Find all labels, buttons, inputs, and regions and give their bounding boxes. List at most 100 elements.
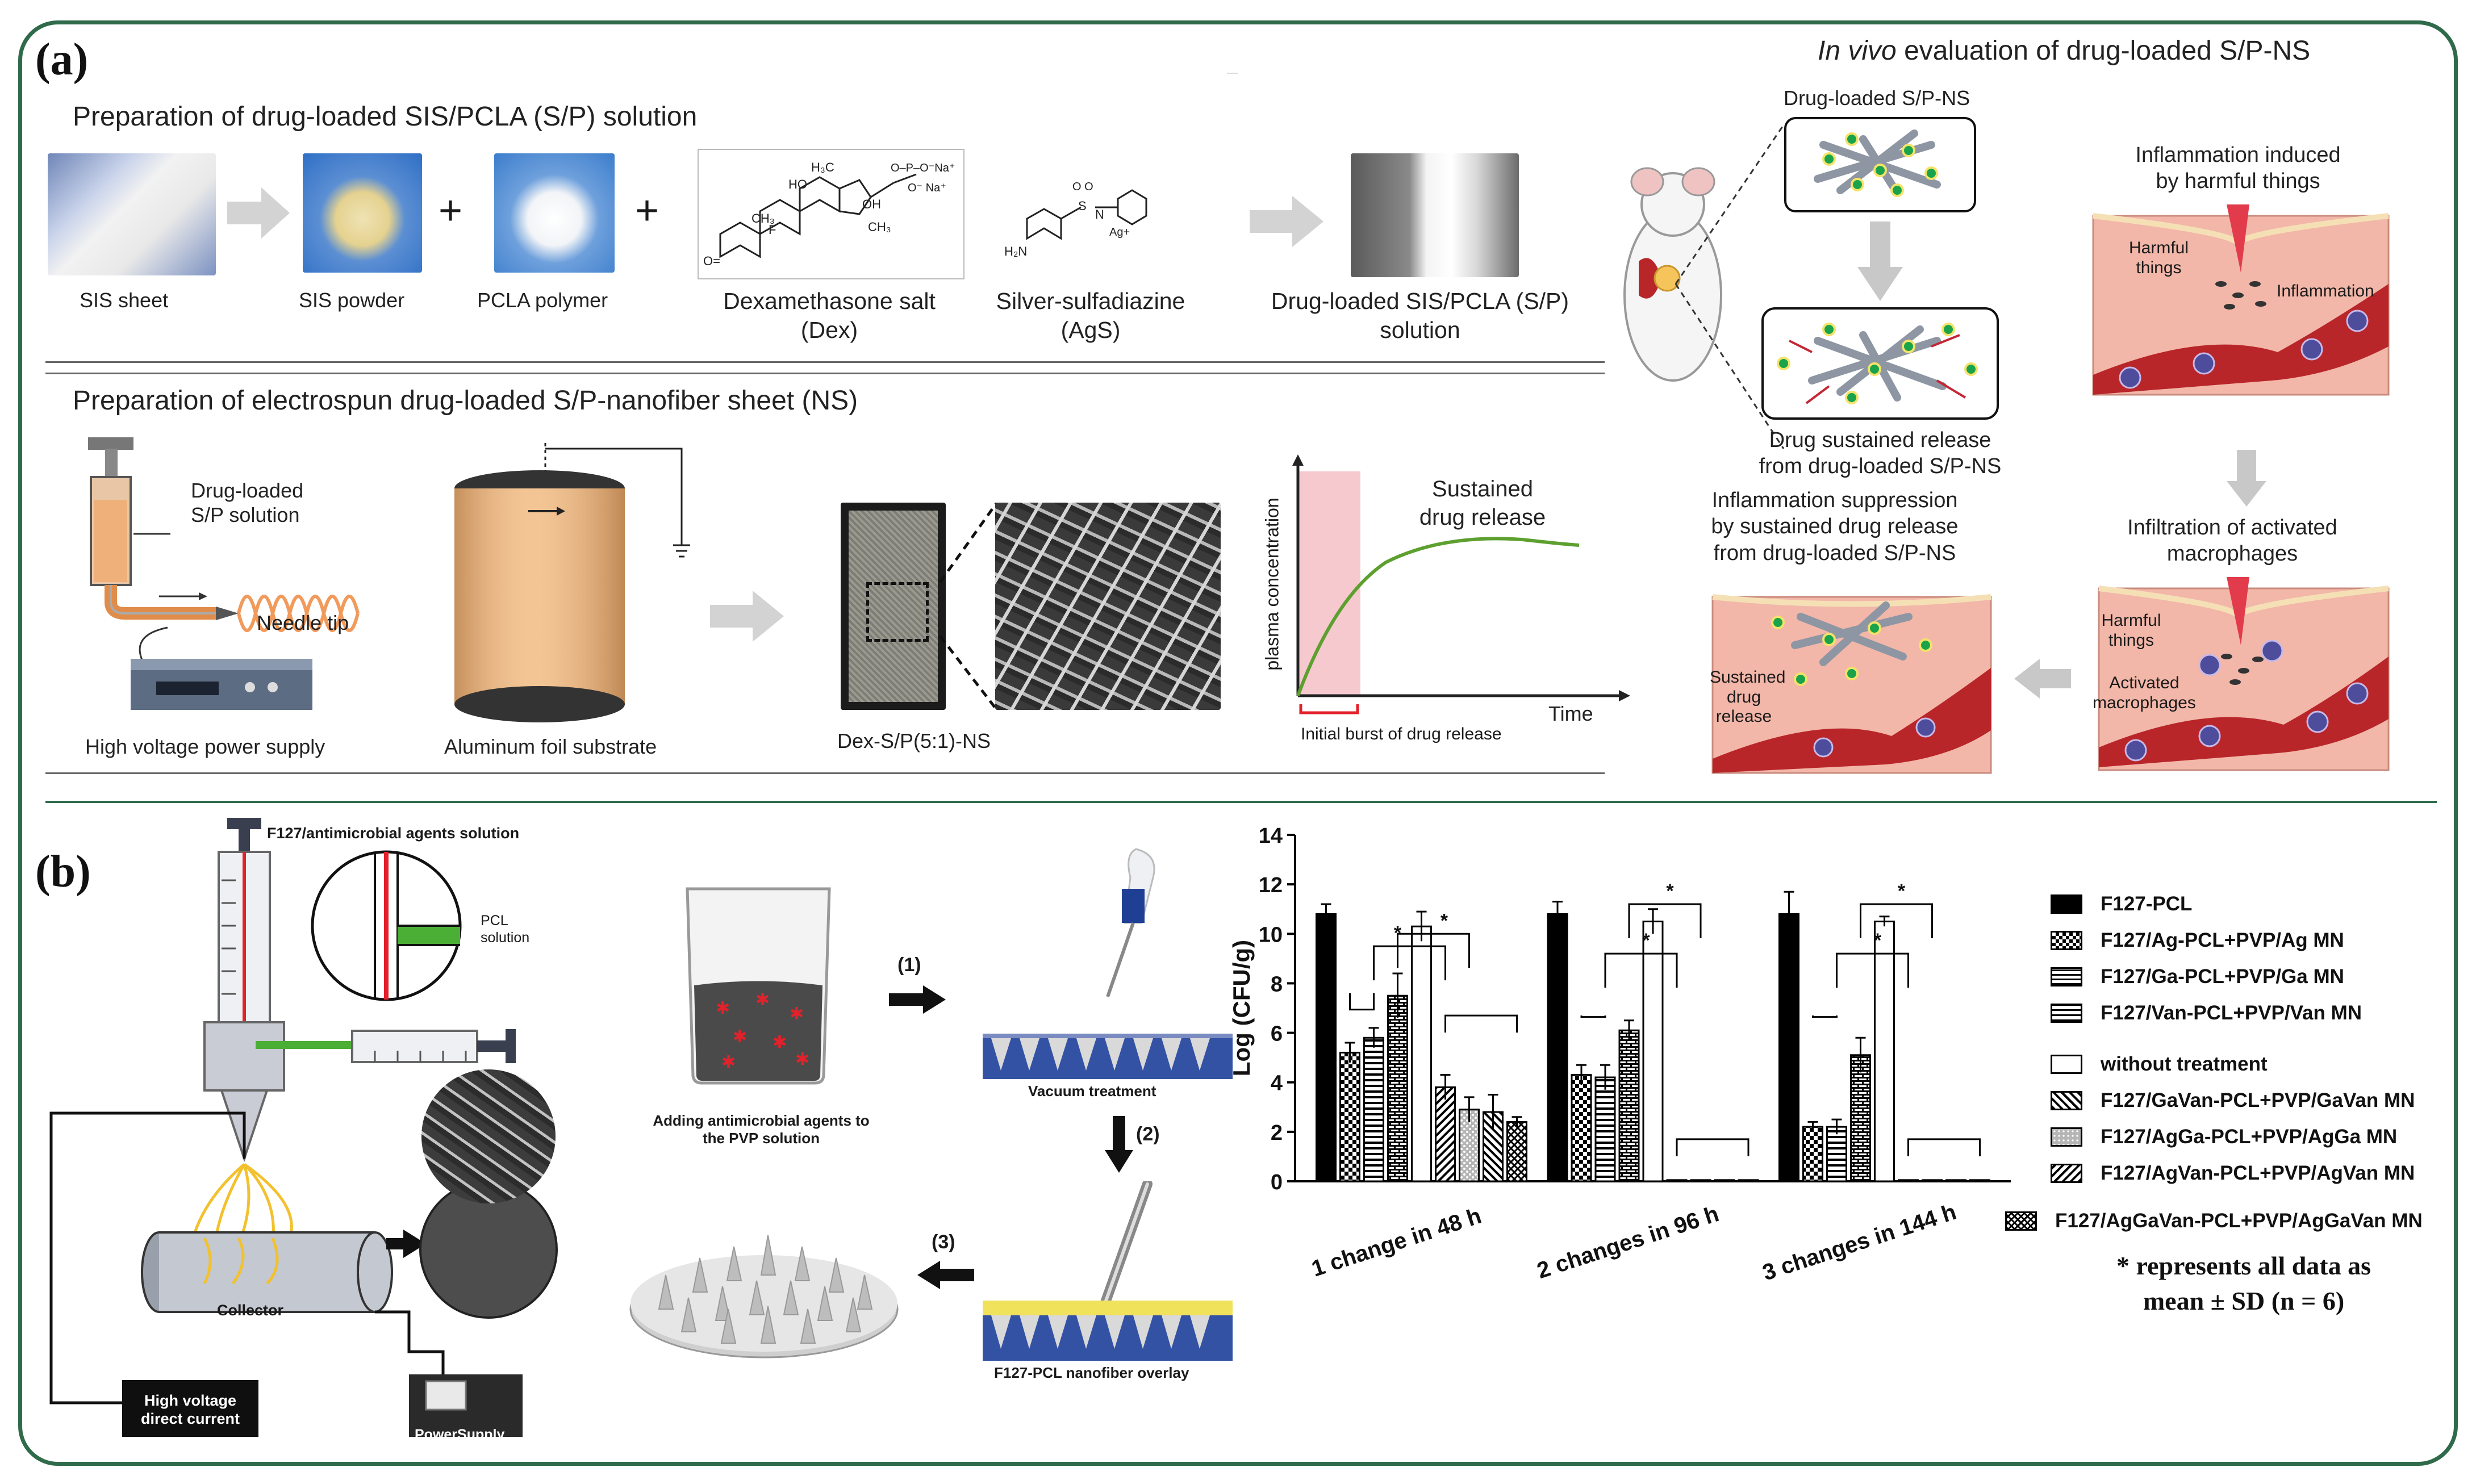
significance-bracket (1860, 903, 1933, 938)
inflammation-induced-line2: by harmful things (2156, 169, 2320, 194)
graph-xlabel: Time (1548, 702, 1593, 725)
bar (1666, 1179, 1688, 1182)
legend-swatch (2051, 1055, 2082, 1074)
bar (1618, 1029, 1640, 1182)
svg-text:✱: ✱ (733, 1027, 747, 1046)
electrospinning-setup-icon (88, 437, 690, 722)
divider (45, 772, 1605, 774)
divider (1227, 73, 1238, 74)
suppression-label-line1: Inflammation suppression (1711, 488, 1958, 512)
sustained-drug-line1: Sustained (1710, 668, 1786, 687)
y-tick-label: 10 (1259, 923, 1283, 947)
sustained-release-label: Drug sustained release from drug-loaded … (1738, 427, 2022, 480)
tissue-suppression-icon (1711, 594, 1992, 774)
sem-fiber-image (995, 503, 1221, 710)
legend-label: F127/Van-PCL+PVP/Van MN (2101, 1002, 2362, 1024)
inflammation-induced-label: Inflammation induced by harmful things (2096, 142, 2380, 195)
foil-label: Aluminum foil substrate (444, 735, 657, 758)
arrow-down-icon (1105, 1116, 1133, 1173)
mouse-icon (1623, 167, 1722, 382)
vacuum-label: Vacuum treatment (1028, 1082, 1156, 1100)
y-tick-label: 14 (1259, 824, 1283, 848)
adding-label-line1: Adding antimicrobial agents to (653, 1112, 870, 1129)
sustained-label: Sustained drug release (1403, 475, 1562, 532)
legend-swatch (2051, 931, 2082, 950)
bar (1316, 913, 1337, 1182)
prep-solution-title: Preparation of drug-loaded SIS/PCLA (S/P… (73, 102, 698, 132)
ags-label: Silver-sulfadiazine (AgS) (988, 287, 1193, 345)
dex-ns-label: Dex-S/P(5:1)-NS (837, 729, 991, 753)
y-tick-label: 6 (1271, 1022, 1283, 1046)
bar (1690, 1179, 1711, 1182)
sustained-drug-line2: drug (1726, 687, 1761, 707)
y-tick-label: 12 (1259, 873, 1283, 897)
collector-label: Collector (217, 1302, 284, 1319)
tissue-inflammation-icon (2092, 204, 2390, 396)
significance-star: * (1666, 880, 1674, 902)
legend-item: F127/AgGa-PCL+PVP/AgGa MN (2051, 1123, 2397, 1151)
zoom-lines-icon (1675, 124, 1785, 449)
svg-text:✱: ✱ (773, 1033, 787, 1052)
syringe-label: Drug-loaded S/P solution (191, 478, 303, 527)
release-curve-graph (1292, 454, 1630, 714)
power-supply-label: PowerSupply (415, 1427, 505, 1443)
legend-label: F127/AgVan-PCL+PVP/AgVan MN (2101, 1162, 2415, 1184)
harmful-label: Harmful things (2129, 239, 2189, 278)
graph-ylabel: plasma concentration (1262, 498, 1283, 671)
bar (1642, 921, 1664, 1182)
svg-text:HO: HO (788, 177, 807, 191)
legend-swatch (2051, 894, 2082, 914)
sem-circle-image (421, 1069, 556, 1203)
prep-ns-title: Preparation of electrospun drug-loaded S… (73, 386, 858, 416)
legend-label: F127/AgGaVan-PCL+PVP/AgGaVan MN (2055, 1210, 2423, 1232)
y-tick-label: 0 (1271, 1171, 1283, 1194)
nanofiber-drug-box (1784, 117, 1976, 212)
pcla-photo (494, 153, 615, 273)
y-tick-label: 8 (1271, 972, 1283, 996)
significance-bracket (1907, 1138, 1981, 1156)
legend-item: F127-PCL (2051, 891, 2192, 918)
legend-item: F127/AgVan-PCL+PVP/AgVan MN (2051, 1160, 2415, 1187)
step3-label: (3) (932, 1231, 955, 1253)
divider (45, 361, 1605, 363)
legend-label: F127/Ag-PCL+PVP/Ag MN (2101, 929, 2344, 951)
legend-swatch (2051, 1091, 2082, 1110)
legend-item: F127/Van-PCL+PVP/Van MN (2051, 1000, 2362, 1027)
svg-text:N: N (1095, 207, 1104, 221)
bar (1922, 1179, 1943, 1182)
bar (1594, 1076, 1616, 1182)
legend-item: F127/Ag-PCL+PVP/Ag MN (2051, 927, 2344, 954)
overlay-label: F127-PCL nanofiber overlay (994, 1364, 1189, 1381)
significance-star: * (1898, 880, 1906, 902)
x-tick-label: 1 change in 48 h (1309, 1203, 1485, 1282)
suppression-label: Inflammation suppression by sustained dr… (1681, 487, 1988, 566)
pcl-solution-line2: solution (481, 930, 530, 946)
arrow-down-icon (2227, 450, 2266, 507)
figure-frame (18, 20, 2458, 1466)
nanofiber-sheet-photo (841, 503, 946, 710)
svg-text:✱: ✱ (755, 990, 770, 1009)
suppression-label-line2: by sustained drug release (1711, 515, 1959, 539)
legend-label: without treatment (2101, 1053, 2268, 1075)
legend-label: F127/AgGa-PCL+PVP/AgGa MN (2101, 1126, 2398, 1148)
harmful-label-line1: Harmful (2101, 611, 2161, 630)
bar (1547, 913, 1568, 1182)
svg-text:O=: O= (703, 254, 720, 268)
inflammation-label: Inflammation (2277, 282, 2374, 300)
bar (1339, 1051, 1360, 1182)
burst-region (1298, 471, 1360, 696)
coaxial-electrospinning-icon (49, 818, 558, 1437)
sis-powder-label: SIS powder (299, 289, 405, 312)
sustained-label-line1: Sustained (1432, 476, 1533, 501)
panel-divider (45, 801, 2437, 803)
microneedle-patch-icon (629, 1235, 899, 1358)
hv-supply-label: High voltage power supply (85, 735, 325, 758)
significance-bracket (1676, 1138, 1750, 1156)
bar (1850, 1054, 1871, 1182)
syringe-label-line2: S/P solution (191, 503, 300, 527)
svg-text:S: S (1078, 199, 1087, 213)
significance-bracket (1580, 1015, 1606, 1018)
sustained-release-label-line2: from drug-loaded S/P-NS (1759, 454, 2002, 479)
infiltration-label: Infiltration of activated macrophages (2090, 515, 2374, 567)
beaker-icon: ✱✱✱✱✱✱✱ (686, 887, 831, 1085)
